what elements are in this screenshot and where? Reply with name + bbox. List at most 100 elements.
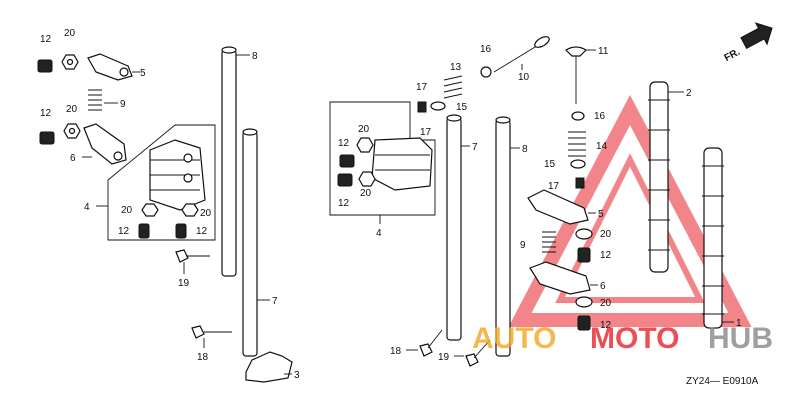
label-6: 6	[70, 153, 76, 164]
label-9: 9	[520, 240, 526, 251]
svg-text:HUB: HUB	[708, 322, 773, 355]
rocker-arm-6-right	[529, 261, 591, 295]
camshaft-1	[702, 147, 724, 329]
adjust-screw-12-assy-a	[138, 223, 150, 239]
label-2: 2	[686, 88, 692, 99]
adjust-screw-12-mid	[39, 131, 55, 145]
nut-20-mid-a	[356, 137, 374, 153]
rocker-assembly-4-right	[329, 101, 436, 216]
nut-20-assy-a	[141, 203, 159, 217]
label-3: 3	[294, 370, 300, 381]
callout-labels: 12 20 5 12 20 9 6 4 20 20 12 12 19 18 8 …	[40, 28, 742, 381]
label-19: 19	[438, 352, 450, 363]
label-18: 18	[390, 346, 402, 357]
label-20: 20	[200, 208, 212, 219]
rocker-arm-6-left	[83, 123, 127, 165]
label-20: 20	[358, 124, 370, 135]
nut-20-assy-b	[181, 203, 199, 217]
bolt-18-right	[419, 329, 443, 357]
label-12: 12	[600, 250, 612, 261]
retainer-15-upper	[430, 101, 446, 111]
bracket-3	[245, 351, 293, 383]
label-1: 1	[736, 318, 742, 329]
adjust-screw-12-assy-b	[175, 223, 187, 239]
label-17: 17	[548, 181, 560, 192]
label-16: 16	[594, 111, 606, 122]
label-15: 15	[544, 159, 556, 170]
front-marker-label: FR.	[723, 47, 743, 64]
valve-spring-13	[443, 75, 463, 99]
rocker-assembly-4-left	[107, 124, 216, 241]
adjust-screw-12-mid-a	[339, 154, 355, 168]
retainer-15-right	[570, 159, 586, 169]
label-17: 17	[420, 127, 432, 138]
nut-20-mid-b	[358, 171, 376, 187]
seal-16-upper	[480, 66, 492, 78]
label-9: 9	[120, 99, 126, 110]
label-12: 12	[600, 320, 612, 331]
rocker-arm-5-right	[527, 189, 589, 225]
adjust-screw-12-right-b	[577, 315, 591, 331]
label-12: 12	[40, 108, 52, 119]
label-20: 20	[64, 28, 76, 39]
rocker-shaft-7-right	[446, 114, 462, 341]
label-10: 10	[518, 72, 530, 83]
nut-20-mid	[63, 123, 81, 139]
label-20: 20	[600, 229, 612, 240]
valve-11	[565, 46, 587, 104]
label-8: 8	[252, 51, 258, 62]
label-8: 8	[522, 144, 528, 155]
label-15: 15	[456, 102, 468, 113]
label-20: 20	[600, 298, 612, 309]
svg-text:MOTO: MOTO	[590, 322, 679, 355]
label-19: 19	[178, 278, 190, 289]
label-12: 12	[338, 138, 350, 149]
rocker-arm-5-left	[87, 53, 133, 81]
label-7: 7	[272, 296, 278, 307]
spring-9-left	[88, 89, 102, 111]
label-20: 20	[66, 104, 78, 115]
label-4: 4	[84, 202, 90, 213]
adjust-screw-12-top	[37, 59, 53, 73]
label-6: 6	[600, 281, 606, 292]
label-20: 20	[121, 205, 133, 216]
adjust-screw-12-right-a	[577, 247, 591, 263]
label-5: 5	[140, 68, 146, 79]
spring-9-right	[542, 231, 556, 253]
cotter-17-upper	[417, 101, 427, 113]
label-18: 18	[197, 352, 209, 363]
camshaft-2	[648, 81, 670, 273]
bolt-19-left	[175, 249, 210, 263]
rocker-shaft-8-left	[221, 46, 237, 277]
bolt-19-right	[465, 339, 491, 367]
valve-spring-14	[568, 131, 586, 157]
nut-20-top	[61, 54, 79, 70]
diagram-code: ZY24— E0910A	[686, 376, 759, 387]
bolt-18-left	[191, 325, 232, 339]
label-17: 17	[416, 82, 428, 93]
label-14: 14	[596, 141, 608, 152]
label-12: 12	[338, 198, 350, 209]
label-12: 12	[118, 226, 130, 237]
valve-10	[493, 36, 550, 73]
label-11: 11	[598, 46, 609, 57]
label-16: 16	[480, 44, 492, 55]
rocker-shaft-7-left	[242, 128, 258, 357]
nut-20-right-a	[575, 228, 593, 240]
label-5: 5	[598, 209, 604, 220]
nut-20-right-b	[575, 296, 593, 308]
label-12: 12	[40, 34, 52, 45]
label-12: 12	[196, 226, 208, 237]
rocker-shaft-8-right	[495, 116, 511, 357]
label-20: 20	[360, 188, 372, 199]
watermark-text: AUTO MOTO HUB	[472, 322, 773, 355]
label-4: 4	[376, 228, 382, 239]
svg-text:AUTO: AUTO	[472, 322, 556, 355]
cotter-17-right	[575, 177, 585, 189]
label-13: 13	[450, 62, 462, 73]
seal-16-right	[571, 111, 585, 121]
adjust-screw-12-mid-b	[337, 173, 353, 187]
front-direction-arrow	[740, 22, 773, 50]
